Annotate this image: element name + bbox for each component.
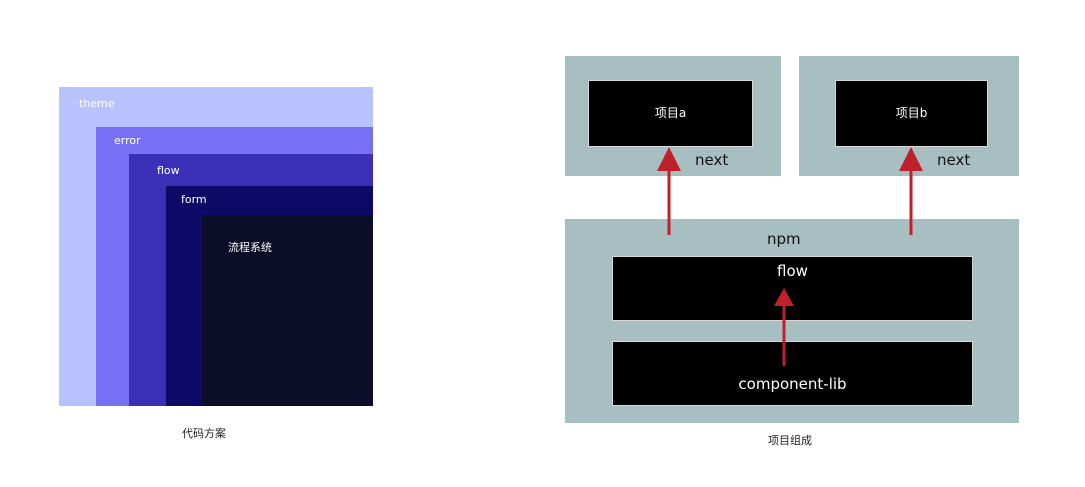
flow-box: flow <box>612 256 973 321</box>
project-a-title: 项目a <box>654 106 687 120</box>
project-a-box: 项目a <box>588 80 753 147</box>
layer-error-label: error <box>114 134 141 147</box>
npm-label: npm <box>767 230 801 248</box>
project-b-next-label: next <box>937 151 971 169</box>
component-lib-label: component-lib <box>738 375 847 393</box>
layer-theme-label: theme <box>79 97 115 110</box>
project-b-title: 项目b <box>895 106 928 120</box>
layer-core-label: 流程系统 <box>228 241 272 254</box>
component-lib-box: component-lib <box>612 341 973 406</box>
layer-flow-label: flow <box>157 164 180 177</box>
flow-box-label: flow <box>777 262 808 280</box>
right-caption: 项目组成 <box>768 434 812 447</box>
left-caption: 代码方案 <box>182 427 226 440</box>
layer-core: 流程系统 <box>202 215 373 406</box>
project-a-next-label: next <box>695 151 729 169</box>
layer-form-label: form <box>181 193 207 206</box>
project-b-box: 项目b <box>835 80 988 147</box>
